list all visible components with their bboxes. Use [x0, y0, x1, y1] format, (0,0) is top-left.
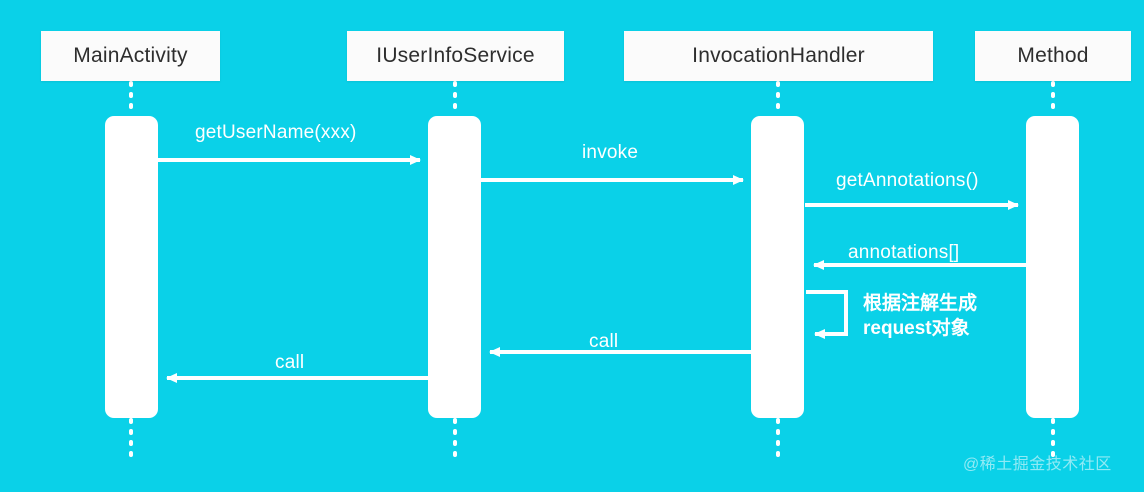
participant-label: Method: [1017, 44, 1089, 67]
message-label-getusername: getUserName(xxx): [195, 122, 357, 143]
message-label-call-service-to-activity: call: [275, 352, 305, 373]
activation-bar-invocationhandler: [751, 116, 804, 418]
participant-label: IUserInfoService: [376, 44, 535, 67]
self-message-label-line1: 根据注解生成: [863, 293, 978, 314]
message-label-invoke: invoke: [582, 142, 639, 163]
self-message-label: 根据注解生成 request对象: [863, 291, 977, 341]
lifelines: [129, 81, 1055, 462]
message-label-call-handler-to-service: call: [589, 331, 619, 352]
message-label-annotations-return: annotations[]: [848, 242, 960, 263]
activation-bar-mainactivity: [105, 116, 158, 418]
self-message-label-line2: request对象: [863, 318, 970, 339]
message-arrows: [158, 155, 1026, 383]
participant-label: MainActivity: [73, 44, 188, 67]
participant-label: InvocationHandler: [692, 44, 865, 67]
participant-box-iuserinfoservice[interactable]: IUserInfoService: [347, 31, 564, 81]
participant-box-mainactivity[interactable]: MainActivity: [41, 31, 220, 81]
participant-box-method[interactable]: Method: [975, 31, 1131, 81]
participant-box-invocationhandler[interactable]: InvocationHandler: [624, 31, 933, 81]
activation-bar-method: [1026, 116, 1079, 418]
activation-bars: [105, 116, 1079, 418]
self-message-loop: [806, 290, 848, 339]
watermark: @稀土掘金技术社区: [963, 456, 1112, 473]
activation-bar-iuserinfoservice: [428, 116, 481, 418]
message-label-getannotations: getAnnotations(): [836, 170, 979, 191]
